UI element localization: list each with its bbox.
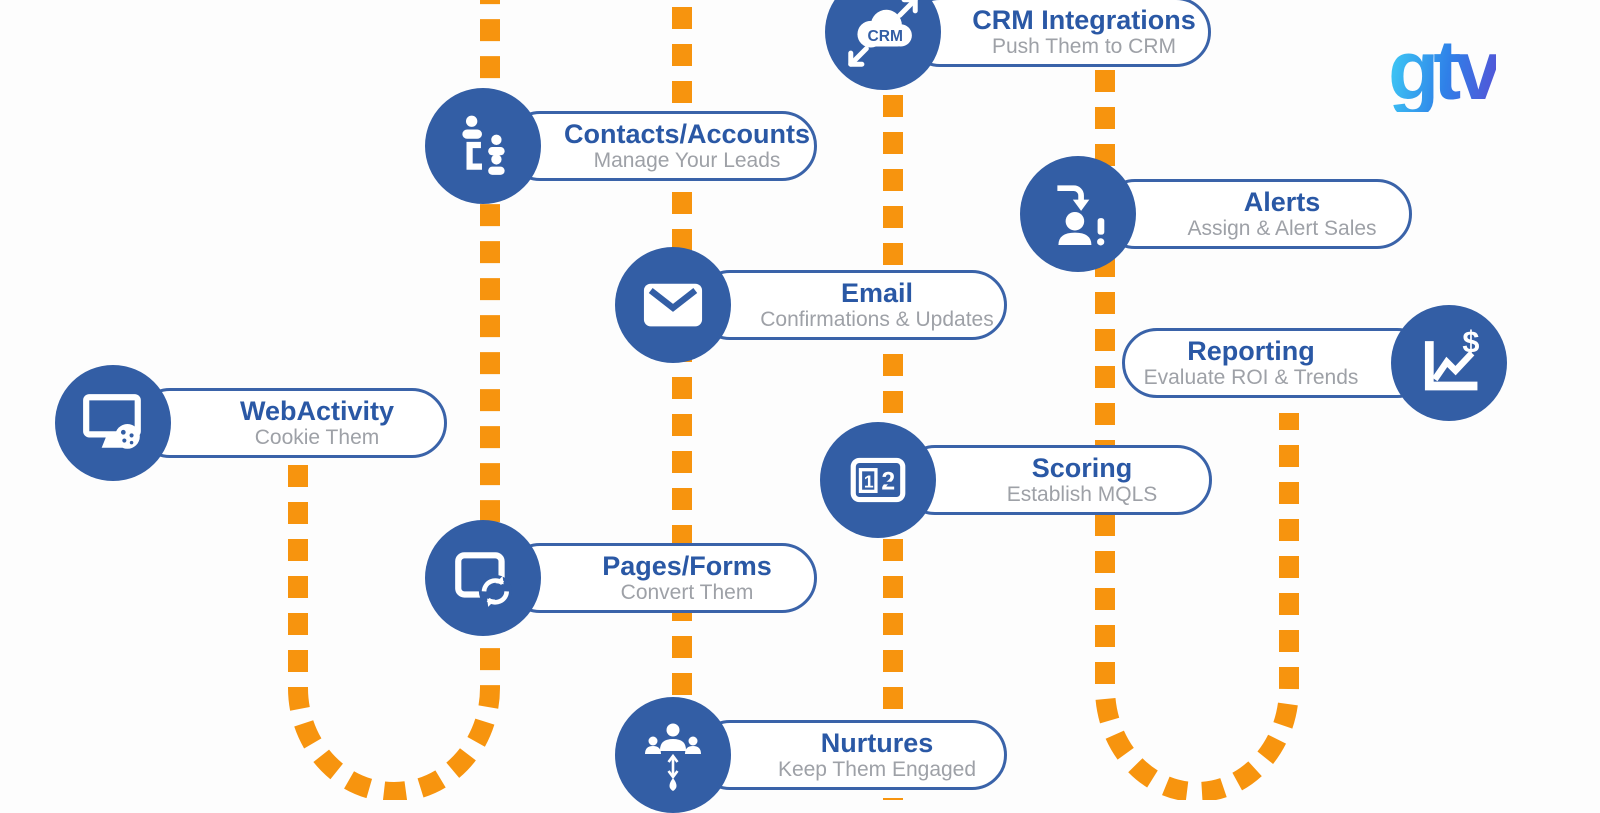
scoring-pill: Scoring Establish MQLS — [900, 445, 1212, 515]
alerts-pill: Alerts Assign & Alert Sales — [1100, 179, 1412, 249]
node-title: Nurtures — [820, 728, 934, 758]
node-alerts: Alerts Assign & Alert Sales — [1020, 156, 1412, 272]
crm-integrations-pill: CRM Integrations Push Them to CRM — [905, 0, 1211, 67]
node-nurtures: Nurtures Keep Them Engaged — [615, 697, 1007, 813]
pages-forms-pill: Pages/Forms Convert Them — [505, 543, 817, 613]
org-people-icon — [425, 88, 541, 204]
counter-digits-icon: 1 2 — [820, 422, 936, 538]
svg-text:2: 2 — [881, 468, 895, 495]
node-scoring: Scoring Establish MQLS 1 2 — [820, 422, 1212, 538]
web-activity-pill: WebActivity Cookie Them — [135, 388, 447, 458]
svg-text:CRM: CRM — [868, 28, 903, 45]
node-contacts-accounts: Contacts/Accounts Manage Your Leads — [425, 88, 817, 204]
monitor-cookie-icon — [55, 365, 171, 481]
node-title: Reporting — [1187, 336, 1315, 366]
node-title: Contacts/Accounts — [563, 119, 811, 149]
node-subtitle: Keep Them Engaged — [777, 758, 977, 781]
reporting-pill: Reporting Evaluate ROI & Trends — [1122, 328, 1432, 398]
node-email: Email Confirmations & Updates — [615, 247, 1007, 363]
node-subtitle: Evaluate ROI & Trends — [1143, 366, 1359, 389]
node-title: Scoring — [1031, 453, 1133, 483]
gtv-logo: gtv — [1388, 23, 1502, 117]
node-reporting: Reporting Evaluate ROI & Trends $ — [1122, 305, 1507, 421]
crm-cloud-sync-icon: CRM — [825, 0, 941, 90]
flow-path-segment-web-to-contacts — [288, 0, 500, 800]
envelope-icon — [615, 247, 731, 363]
chart-dollar-icon: $ — [1391, 305, 1507, 421]
node-web-activity: WebActivity Cookie Them — [55, 365, 447, 481]
node-subtitle: Establish MQLS — [1006, 483, 1158, 506]
node-pages-forms: Pages/Forms Convert Them — [425, 520, 817, 636]
nurtures-pill: Nurtures Keep Them Engaged — [695, 720, 1007, 790]
node-title: Alerts — [1243, 187, 1321, 217]
browser-sync-icon — [425, 520, 541, 636]
node-subtitle: Assign & Alert Sales — [1187, 217, 1377, 240]
people-nurture-icon — [615, 697, 731, 813]
svg-text:$: $ — [1462, 328, 1479, 359]
node-subtitle: Confirmations & Updates — [760, 308, 994, 331]
node-subtitle: Manage Your Leads — [593, 149, 781, 172]
node-title: CRM Integrations — [972, 5, 1196, 35]
node-subtitle: Convert Them — [620, 581, 754, 604]
node-title: Email — [840, 278, 914, 308]
node-crm-integrations: CRM Integrations Push Them to CRM CRM — [825, 0, 1211, 90]
node-title: WebActivity — [239, 396, 395, 426]
person-alert-icon — [1020, 156, 1136, 272]
node-subtitle: Push Them to CRM — [991, 35, 1176, 58]
svg-text:1: 1 — [864, 472, 874, 492]
contacts-accounts-pill: Contacts/Accounts Manage Your Leads — [505, 111, 817, 181]
email-pill: Email Confirmations & Updates — [695, 270, 1007, 340]
node-subtitle: Cookie Them — [254, 426, 380, 449]
node-title: Pages/Forms — [602, 551, 772, 581]
